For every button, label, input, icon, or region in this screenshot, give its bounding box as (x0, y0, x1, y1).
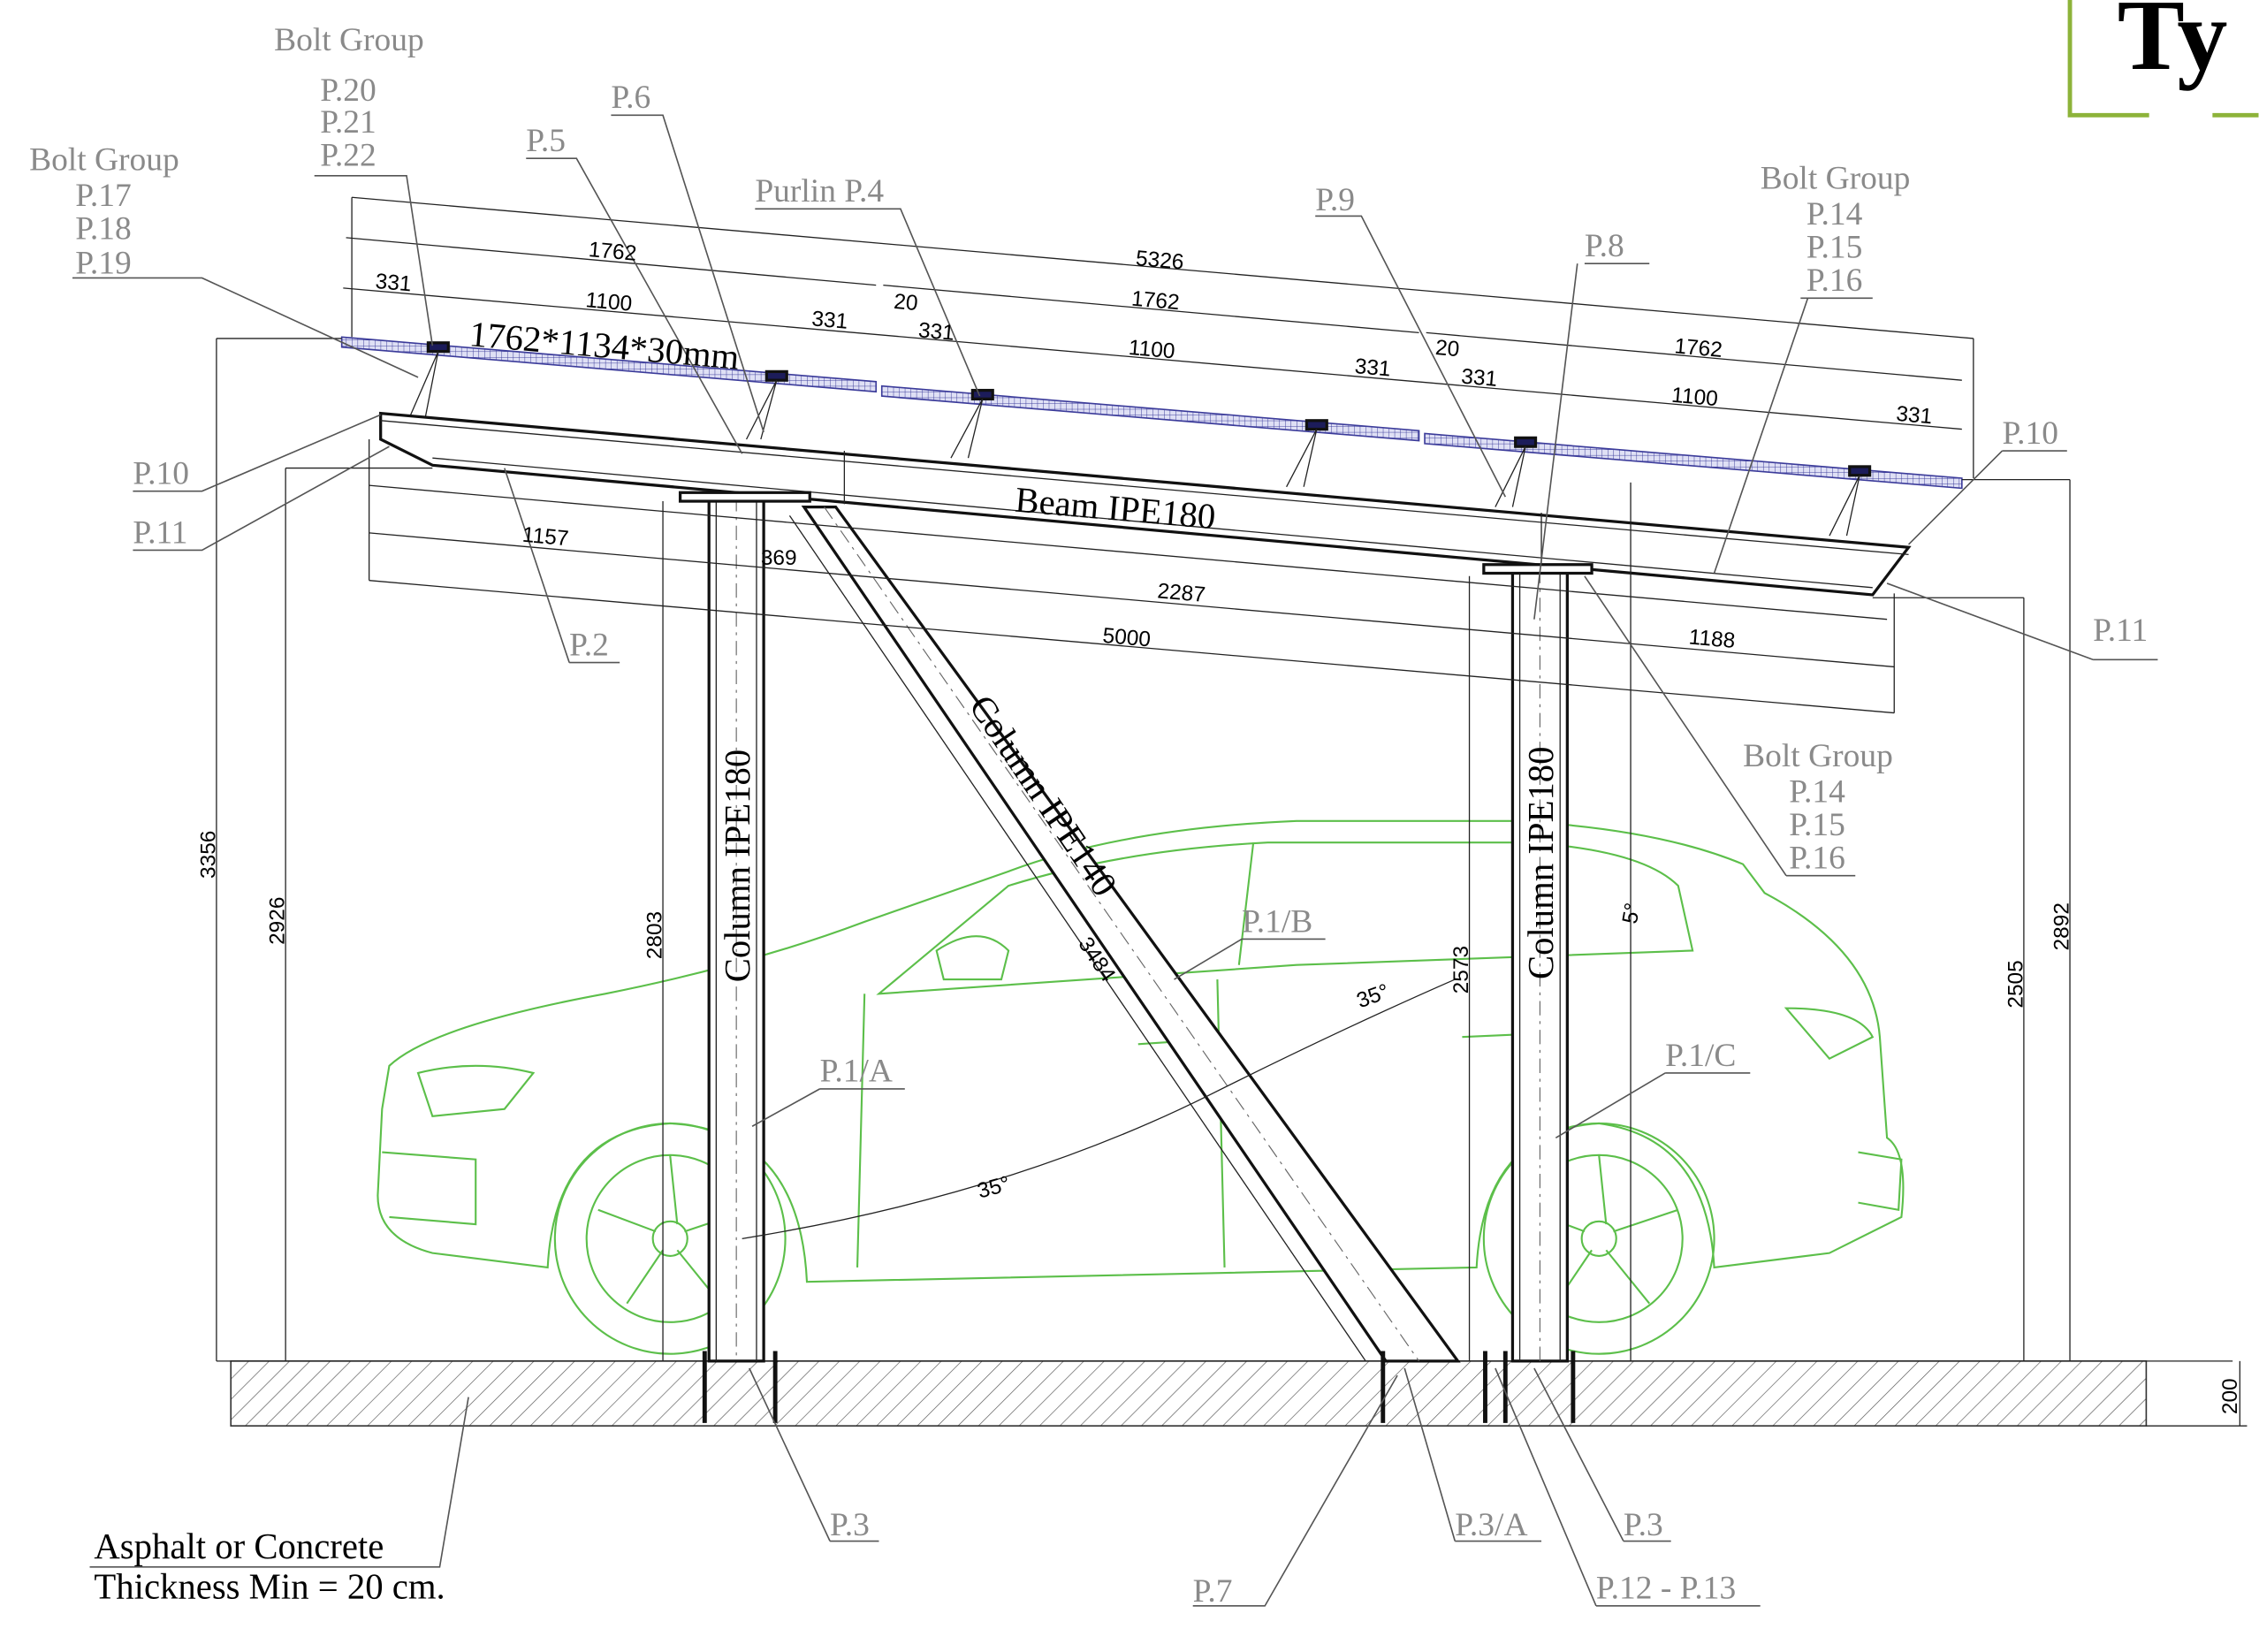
dim-value: 1762 (1130, 287, 1181, 316)
label-part: P.5 (526, 123, 566, 159)
dim-value: 1762 (1673, 334, 1723, 362)
label-part: P.22 (320, 137, 376, 173)
dim-value: 331 (375, 270, 413, 296)
dim-value: 5000 (1102, 624, 1152, 652)
label-part: P.8 (1585, 228, 1624, 264)
label-part: P.10 (133, 456, 189, 492)
column-left-label: Column IPE180 (718, 750, 757, 983)
label-part: P.19 (75, 246, 132, 282)
dim-value: 200 (2218, 1378, 2242, 1414)
leader-lines (72, 114, 2158, 1607)
columns (678, 491, 1593, 1423)
label-bolt-group: Bolt Group (274, 22, 424, 58)
title-text: Ty (2118, 0, 2228, 91)
label-part: P.17 (75, 178, 132, 214)
dim-value: 1762 (588, 238, 638, 266)
title-frame (2067, 0, 2259, 118)
member-labels: 1762*1134*30mm Beam IPE180 Column IPE180… (468, 314, 1561, 982)
label-part: P.21 (320, 104, 376, 141)
dim-value: 331 (810, 307, 848, 333)
dim-value: 1100 (1670, 384, 1719, 411)
dim-value: 2892 (2050, 902, 2073, 950)
dim-value: 2926 (266, 897, 290, 945)
label-part: P.1/C (1665, 1038, 1736, 1074)
label-part: P.18 (75, 210, 132, 247)
dim-value: 3356 (196, 831, 220, 879)
label-part: P.14 (1789, 774, 1845, 811)
label-part: P.16 (1806, 263, 1863, 299)
ground-note: Asphalt or Concrete (94, 1526, 384, 1566)
car-outline (376, 819, 1905, 1355)
dim-value: 2505 (2004, 960, 2027, 1008)
dim-value: 331 (1460, 365, 1498, 392)
column-right-label: Column IPE180 (1521, 746, 1561, 979)
label-part: P.1/A (820, 1054, 893, 1090)
dim-value: 20 (1434, 336, 1460, 362)
label-part: P.14 (1806, 196, 1863, 232)
label-part: P.20 (320, 72, 376, 109)
label-part: P.15 (1789, 807, 1845, 843)
dim-value: 5326 (1135, 247, 1185, 275)
dim-value: 1157 (521, 523, 570, 551)
dim-value: 2573 (1449, 946, 1473, 993)
label-part: P.11 (133, 514, 187, 551)
dim-value: 331 (1895, 402, 1933, 429)
label-part: P.3/A (1455, 1507, 1527, 1543)
dim-value: 35° (1354, 979, 1393, 1013)
dim-value: 20 (893, 290, 918, 316)
dim-value: 1100 (1128, 336, 1176, 363)
label-part: P.9 (1315, 182, 1355, 218)
column-diagonal-label: Column IPE140 (962, 688, 1125, 903)
anchor-bolts (702, 1351, 1576, 1423)
label-part: P.3 (830, 1507, 870, 1543)
ground-slab (216, 1360, 2233, 1427)
label-part: P.15 (1806, 230, 1863, 266)
dim-value: 1188 (1688, 625, 1737, 652)
beam-ipe180 (379, 411, 1912, 597)
label-bolt-group: Bolt Group (1743, 738, 1893, 774)
purlin-brackets (408, 351, 1860, 537)
solar-panel (1424, 432, 1963, 490)
label-bolt-group: Bolt Group (29, 141, 179, 178)
dim-value: 5° (1618, 901, 1646, 925)
label-part: P.12 - P.13 (1596, 1571, 1736, 1607)
dim-value: 2287 (1156, 579, 1206, 607)
dimension-values: 5326 1762 331 1100 331 20 331 1762 1100 … (196, 238, 2242, 1414)
dimension-lines (216, 196, 2248, 1427)
label-part: P.2 (569, 627, 609, 663)
label-purlin: Purlin P.4 (755, 173, 884, 209)
dim-value: 2803 (643, 911, 666, 959)
dim-value: 331 (917, 318, 955, 345)
dim-value: 369 (761, 546, 797, 570)
label-part: P.7 (1193, 1573, 1233, 1610)
label-part: P.10 (2002, 415, 2058, 452)
part-labels: Bolt Group P.20 P.21 P.22 Bolt Group P.1… (29, 22, 2148, 1610)
label-part: P.11 (2093, 613, 2148, 649)
dim-value: 1100 (585, 288, 634, 316)
label-part: P.16 (1789, 841, 1845, 877)
column-diagonal (801, 505, 1461, 1363)
label-part: P.3 (1624, 1507, 1663, 1543)
solar-panel (880, 384, 1420, 442)
label-part: P.6 (611, 80, 650, 116)
title-block: Ty (2067, 0, 2259, 118)
solar-panel (340, 336, 878, 393)
label-bolt-group: Bolt Group (1761, 160, 1911, 196)
ground-note: Thickness Min = 20 cm. (94, 1567, 445, 1607)
dim-value: 331 (1354, 354, 1392, 381)
dim-value: 35° (975, 1172, 1013, 1204)
solar-panels (340, 336, 1963, 537)
label-part: P.1/B (1242, 903, 1312, 940)
